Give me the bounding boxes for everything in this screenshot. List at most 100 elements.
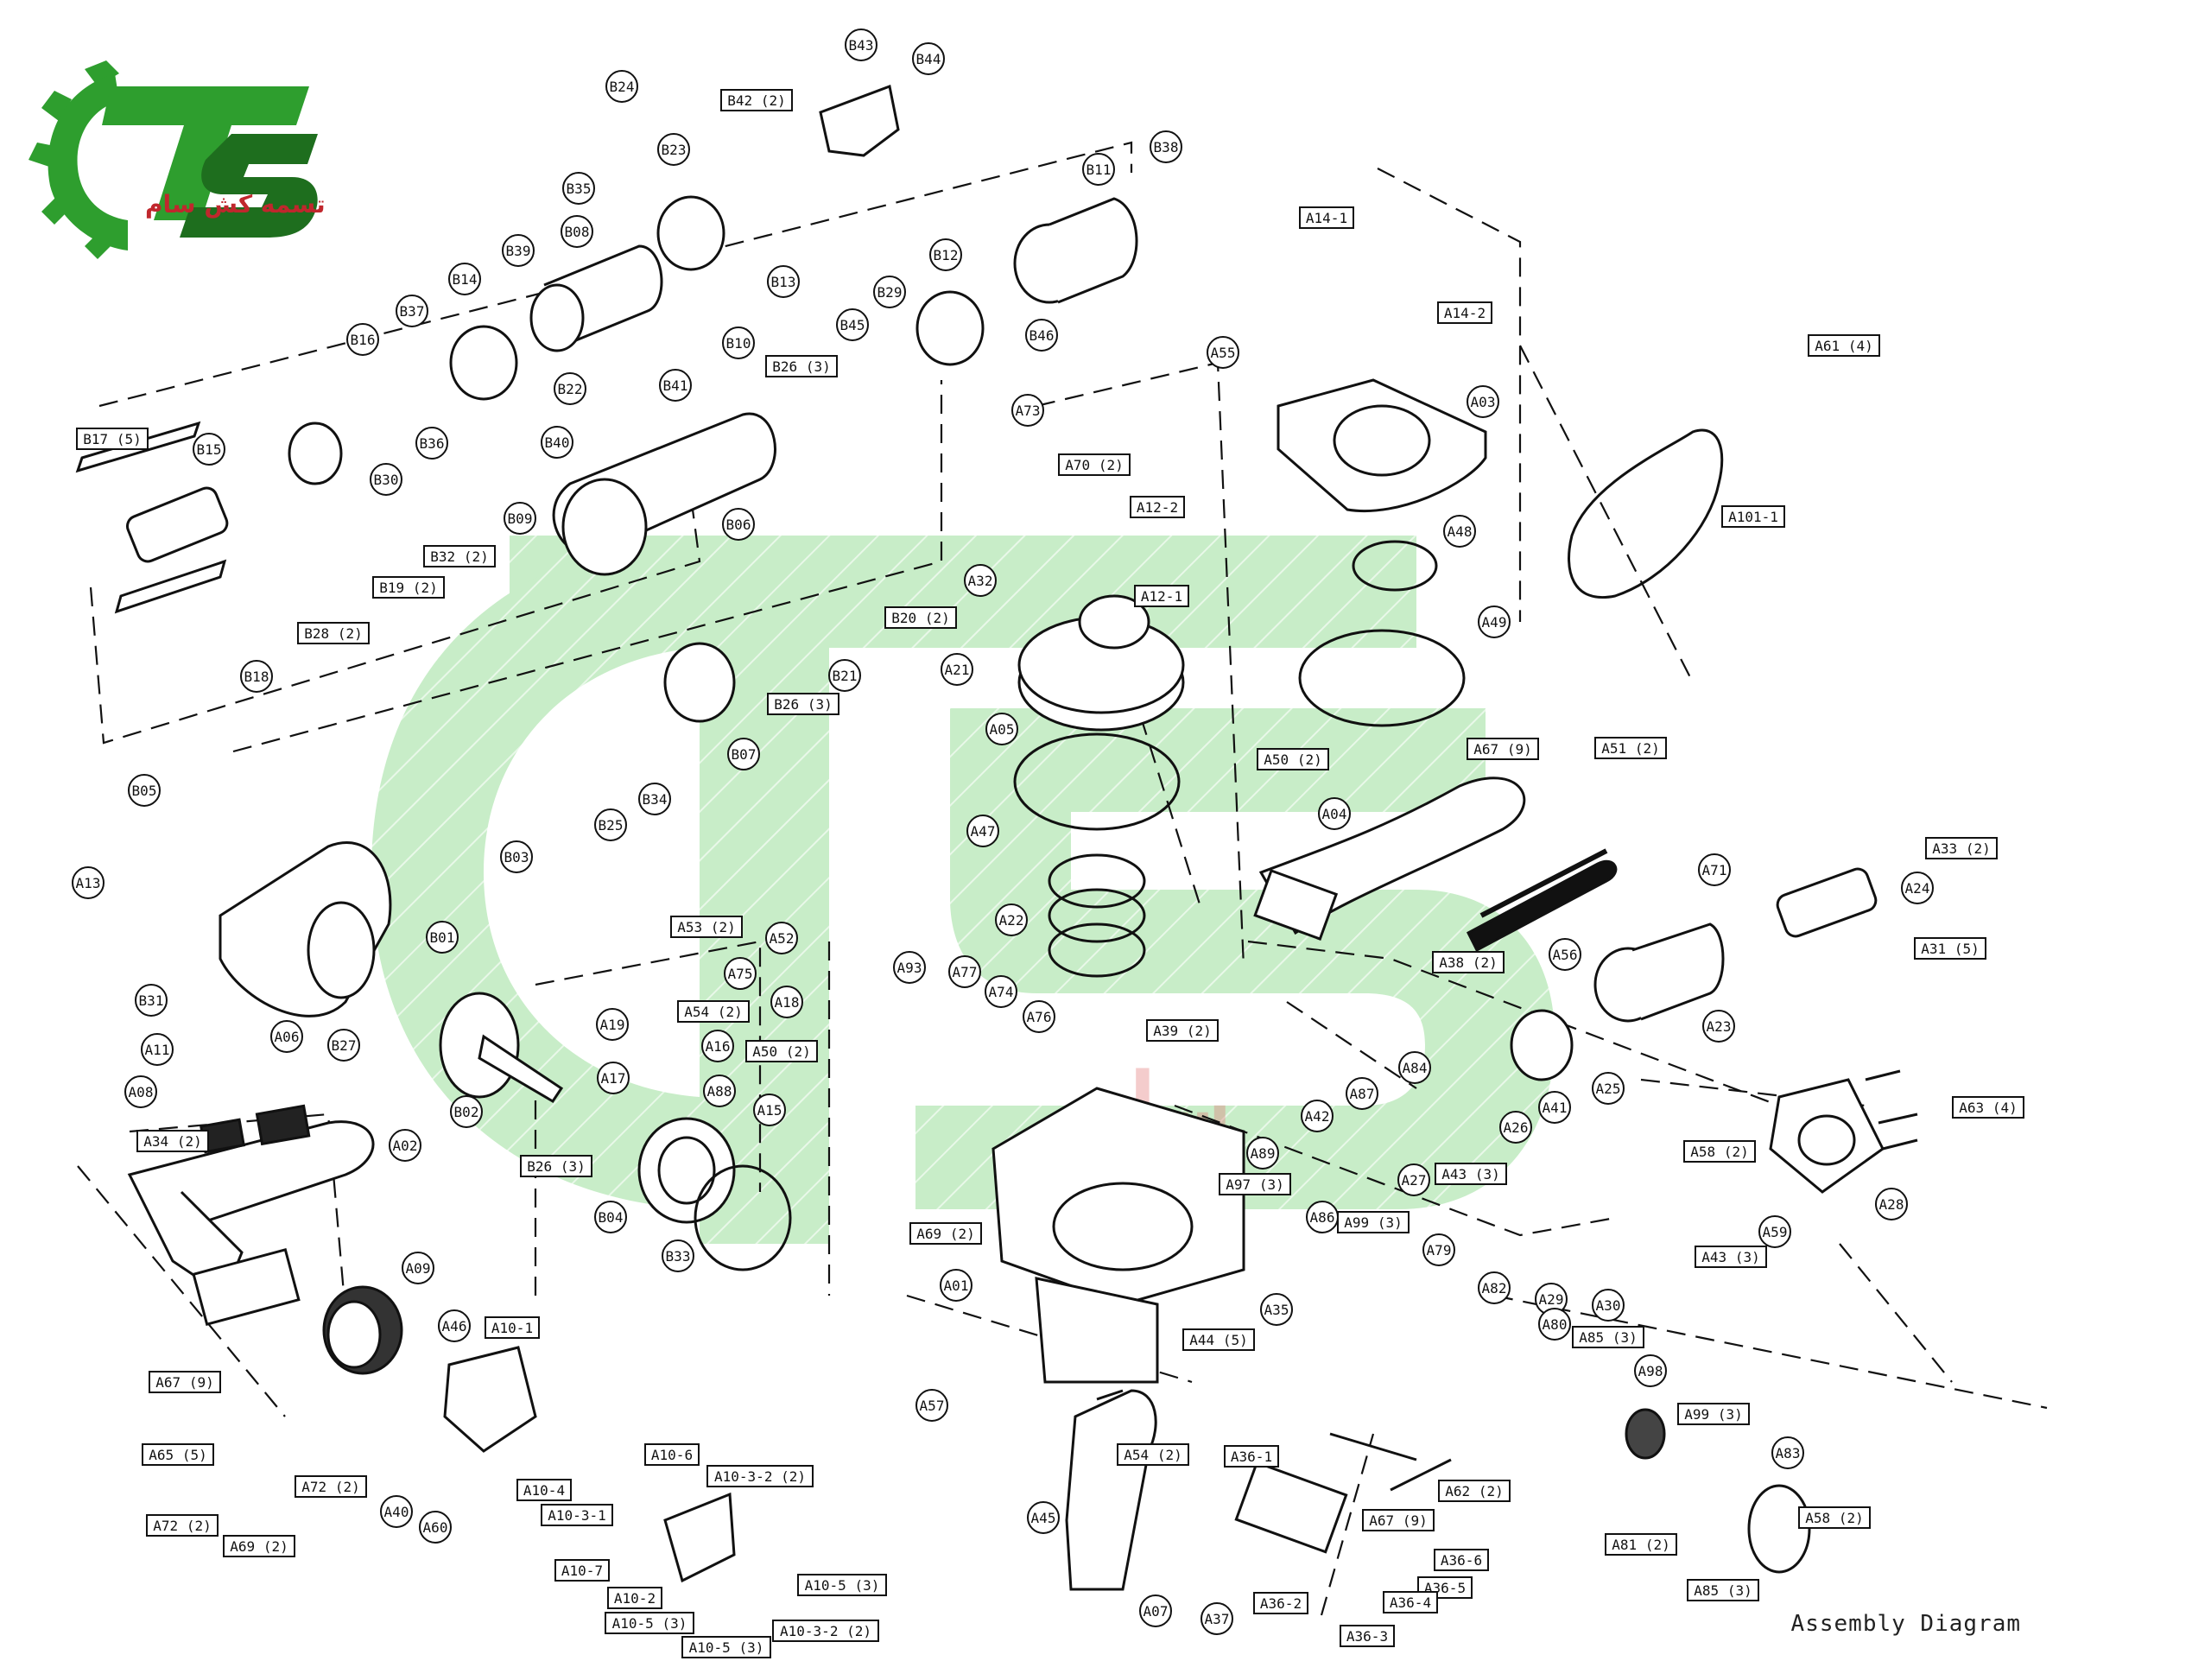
callout-a11: A11 [141, 1033, 174, 1066]
callout-label: A42 [1305, 1108, 1330, 1125]
callout-a50-2: A50 (2) [745, 1040, 818, 1062]
callout-a42: A42 [1301, 1100, 1334, 1132]
callout-label: B38 [1154, 139, 1179, 155]
callout-label: A69 (2) [916, 1226, 974, 1242]
callout-a10-3-1: A10-3-1 [541, 1504, 613, 1526]
callout-label: A31 (5) [1921, 941, 1979, 957]
callout-label: A10-6 [651, 1447, 693, 1463]
callout-a10-5-3: A10-5 (3) [605, 1612, 694, 1634]
callout-a21: A21 [941, 653, 973, 686]
callout-a59: A59 [1758, 1215, 1791, 1248]
callout-label: A85 (3) [1694, 1582, 1752, 1599]
callout-label: A26 [1504, 1119, 1529, 1136]
callout-label: A50 (2) [1264, 751, 1321, 768]
callout-label: A85 (3) [1579, 1329, 1637, 1346]
callout-b35: B35 [562, 172, 595, 205]
callout-a89: A89 [1246, 1137, 1279, 1170]
callout-label: A51 (2) [1601, 740, 1659, 757]
callout-label: A72 (2) [301, 1479, 359, 1495]
callout-label: A74 [989, 984, 1014, 1000]
callout-b20-2: B20 (2) [884, 606, 957, 629]
callout-label: A93 [897, 960, 922, 976]
callout-a36-6: A36-6 [1434, 1549, 1489, 1571]
callout-a32: A32 [964, 564, 997, 597]
callout-a06: A06 [270, 1020, 303, 1053]
callout-label: A44 (5) [1189, 1332, 1247, 1348]
callout-a33-2: A33 (2) [1925, 837, 1998, 859]
callout-a58-2: A58 (2) [1798, 1506, 1871, 1529]
callout-a41: A41 [1538, 1091, 1571, 1124]
callout-label: A67 (9) [1369, 1512, 1427, 1529]
callout-label: B16 [351, 332, 376, 348]
callout-label: A72 (2) [153, 1518, 211, 1534]
callout-label: A83 [1776, 1445, 1801, 1461]
callout-label: A67 (9) [1473, 741, 1531, 758]
callout-b13: B13 [767, 265, 800, 298]
callout-label: B02 [454, 1104, 479, 1120]
callout-b34: B34 [638, 783, 671, 815]
callout-label: A18 [775, 994, 800, 1011]
callout-label: B39 [506, 243, 531, 259]
callout-a10-6: A10-6 [644, 1443, 700, 1466]
callout-a83: A83 [1771, 1436, 1804, 1469]
callout-a67-9: A67 (9) [1362, 1509, 1435, 1531]
callout-b36: B36 [415, 427, 448, 460]
callout-label: A12-2 [1137, 499, 1178, 516]
callout-b18: B18 [240, 660, 273, 693]
callout-a81-2: A81 (2) [1605, 1533, 1677, 1556]
callout-a57: A57 [915, 1389, 948, 1422]
callout-label: A34 (2) [143, 1133, 201, 1150]
callout-label: A10-7 [561, 1563, 603, 1579]
callout-b23: B23 [657, 133, 690, 166]
callout-label: A76 [1027, 1009, 1052, 1025]
callout-label: B22 [558, 381, 583, 397]
callout-b07: B07 [727, 738, 760, 770]
callout-label: A63 (4) [1959, 1100, 2017, 1116]
callout-a67-9: A67 (9) [149, 1371, 221, 1393]
callout-label: A17 [601, 1070, 626, 1087]
callout-label: A55 [1211, 345, 1236, 361]
callout-label: A12-1 [1141, 588, 1182, 605]
callout-label: A10-5 (3) [689, 1639, 764, 1656]
callout-b11: B11 [1082, 153, 1115, 186]
callout-label: B08 [565, 224, 590, 240]
callout-label: A47 [971, 823, 996, 840]
callout-label: A54 (2) [1124, 1447, 1182, 1463]
callout-b10: B10 [722, 326, 755, 359]
callout-label: A77 [953, 964, 978, 980]
callout-a85-3: A85 (3) [1687, 1579, 1759, 1601]
callout-label: A36-6 [1441, 1552, 1482, 1569]
callout-a97-3: A97 (3) [1219, 1173, 1291, 1195]
callout-a45: A45 [1027, 1501, 1060, 1534]
callout-a69-2: A69 (2) [223, 1535, 295, 1557]
callout-a10-5-3: A10-5 (3) [681, 1636, 771, 1658]
callout-a73: A73 [1011, 394, 1044, 427]
callout-a46: A46 [438, 1309, 471, 1342]
callout-label: A10-1 [491, 1320, 533, 1336]
callout-a63-4: A63 (4) [1952, 1096, 2024, 1119]
callout-b12: B12 [929, 238, 962, 271]
callout-b14: B14 [448, 263, 481, 295]
callout-b03: B03 [500, 840, 533, 873]
callout-label: A86 [1310, 1209, 1335, 1226]
callout-b40: B40 [541, 426, 573, 459]
callout-a38-2: A38 (2) [1432, 951, 1505, 973]
callout-label: A36-2 [1260, 1595, 1302, 1612]
callout-label: B13 [771, 274, 796, 290]
callout-b01: B01 [426, 921, 459, 954]
callout-label: A53 (2) [677, 919, 735, 935]
callout-a10-5-3: A10-5 (3) [797, 1574, 887, 1596]
callout-label: A45 [1031, 1510, 1056, 1526]
callout-b45: B45 [836, 308, 869, 341]
callout-a36-5: A36-5 [1417, 1576, 1473, 1599]
callout-label: B17 (5) [83, 431, 141, 447]
callout-label: A19 [600, 1017, 625, 1033]
callout-a27: A27 [1397, 1163, 1430, 1196]
callout-a44-5: A44 (5) [1182, 1328, 1255, 1351]
callout-label: B37 [400, 303, 425, 320]
callout-a62-2: A62 (2) [1438, 1480, 1511, 1502]
callout-label: A62 (2) [1445, 1483, 1503, 1499]
callout-a99-3: A99 (3) [1677, 1403, 1750, 1425]
callout-a08: A08 [124, 1075, 157, 1108]
callout-label: B05 [132, 783, 157, 799]
